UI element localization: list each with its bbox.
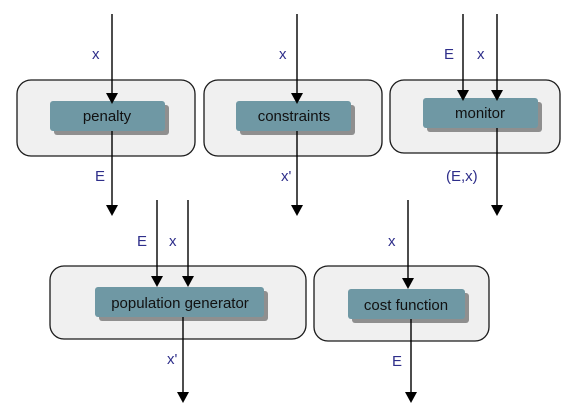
- penalty-input-arrowhead: [106, 93, 118, 104]
- cost-function-input-arrow: [402, 200, 414, 289]
- population-generator-input-x-label: x: [169, 233, 177, 250]
- cost-function-output-label: E: [392, 353, 402, 370]
- penalty-output-label: E: [95, 168, 105, 185]
- penalty-label: penalty: [83, 108, 132, 125]
- penalty-input-label: x: [92, 46, 100, 63]
- population-generator-output-arrow: [177, 317, 189, 403]
- population-generator-input-e-label: E: [137, 233, 147, 250]
- monitor-node[interactable]: [423, 98, 538, 128]
- penalty-node[interactable]: [50, 101, 165, 131]
- monitor-label: monitor: [455, 105, 505, 122]
- monitor-input-e-label: E: [444, 46, 454, 63]
- population-generator-input-e-arrowhead: [151, 276, 163, 287]
- population-generator-input-e-arrow: [151, 200, 163, 287]
- constraints-label: constraints: [258, 108, 331, 125]
- constraints-output-arrow: [291, 131, 303, 216]
- population-generator-node[interactable]: [95, 287, 264, 317]
- cost-function-block: cost function: [313, 265, 490, 342]
- population-generator-label: population generator: [111, 295, 249, 312]
- monitor-input-x-arrow: [491, 14, 503, 101]
- monitor-input-x-label: x: [477, 46, 485, 63]
- constraints-input-label: x: [279, 46, 287, 63]
- monitor-input-e-arrowhead: [457, 90, 469, 101]
- constraints-input-arrow: [291, 14, 303, 104]
- monitor-input-x-arrowhead: [491, 90, 503, 101]
- population-generator-output-label: x': [167, 351, 178, 368]
- constraints-block: constraints: [203, 79, 383, 157]
- constraints-output-label: x': [281, 168, 292, 185]
- monitor-block: monitor: [389, 79, 561, 154]
- population-generator-output-arrowhead: [177, 392, 189, 403]
- monitor-output-arrow: [491, 128, 503, 216]
- monitor-input-e-arrow: [457, 14, 469, 101]
- cost-function-output-arrow: [405, 319, 417, 403]
- cost-function-label: cost function: [364, 297, 448, 314]
- monitor-output-label: (E,x): [446, 168, 478, 185]
- population-generator-block: population generator: [49, 265, 307, 340]
- monitor-output-arrowhead: [491, 205, 503, 216]
- penalty-block: penalty: [16, 79, 196, 157]
- population-generator-input-x-arrowhead: [182, 276, 194, 287]
- penalty-output-arrow: [106, 131, 118, 216]
- constraints-input-arrowhead: [291, 93, 303, 104]
- penalty-input-arrow: [106, 14, 118, 104]
- cost-function-node[interactable]: [348, 289, 465, 319]
- constraints-node[interactable]: [236, 101, 351, 131]
- cost-function-input-label: x: [388, 233, 396, 250]
- penalty-output-arrowhead: [106, 205, 118, 216]
- population-generator-input-x-arrow: [182, 200, 194, 287]
- cost-function-input-arrowhead: [402, 278, 414, 289]
- constraints-output-arrowhead: [291, 205, 303, 216]
- cost-function-output-arrowhead: [405, 392, 417, 403]
